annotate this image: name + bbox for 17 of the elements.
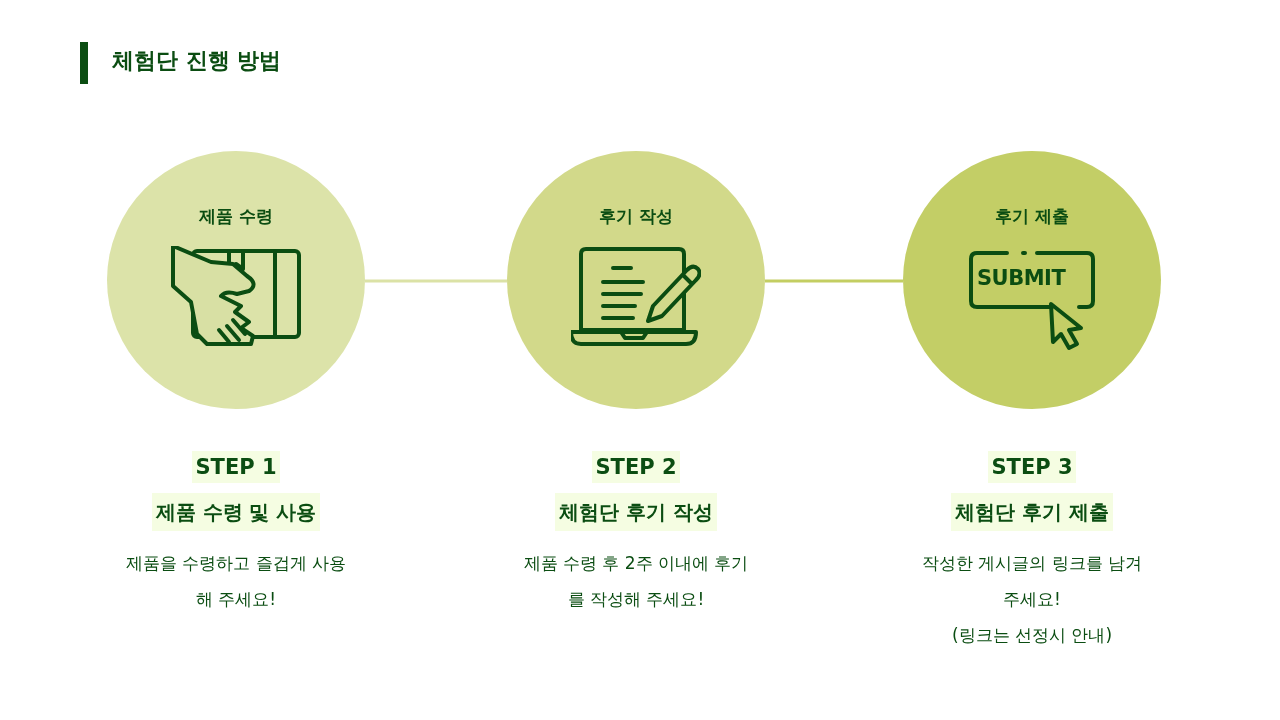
step-heading: 후기 작성 bbox=[599, 205, 673, 228]
connector-line bbox=[765, 279, 903, 283]
step-description: 제품을 수령하고 즐겁게 사용해 주세요! bbox=[124, 552, 348, 611]
step-title: 체험단 후기 작성 bbox=[555, 493, 717, 531]
connector-line bbox=[365, 279, 507, 283]
step-number: STEP 3 bbox=[988, 451, 1076, 483]
step-title: 체험단 후기 제출 bbox=[951, 493, 1113, 531]
button-text: SUBMIT bbox=[977, 266, 1066, 290]
step-number: STEP 2 bbox=[592, 451, 680, 483]
step-heading: 후기 제출 bbox=[995, 205, 1069, 228]
step-number: STEP 1 bbox=[192, 451, 280, 483]
step-title: 제품 수령 및 사용 bbox=[151, 493, 321, 531]
step-description: 제품 수령 후 2주 이내에 후기를 작성해 주세요! bbox=[522, 552, 750, 611]
step-description: 작성한 게시글의 링크를 남겨주세요! bbox=[920, 552, 1144, 611]
step-description: (링크는 선정시 안내) bbox=[951, 624, 1113, 647]
step-heading: 제품 수령 bbox=[199, 205, 273, 228]
page-title: 체험단 진행 방법 bbox=[112, 47, 282, 75]
